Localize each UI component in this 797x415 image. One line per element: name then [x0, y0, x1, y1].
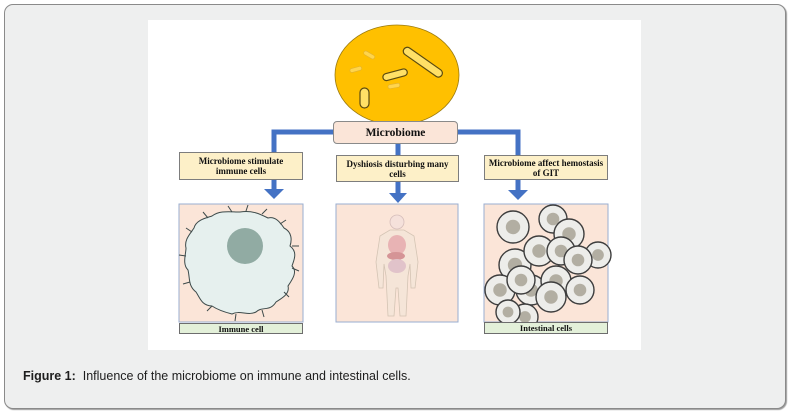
immune-cell-illustration — [178, 204, 300, 322]
intestinal-cell-nucleus — [514, 273, 528, 287]
arrow-head-middle — [389, 193, 407, 203]
label-immune-cell: Immune cell — [179, 323, 303, 334]
human-body-illustration — [375, 214, 419, 317]
caption-label: Figure 1: — [23, 369, 76, 383]
intestinal-cells-illustration — [484, 204, 612, 331]
bacterium-faint — [363, 50, 375, 60]
label-intestinal-cells: Intestinal cells — [484, 322, 608, 334]
bacterium-faint — [387, 82, 401, 89]
branch-box-immune: Microbiome stimulate immune cells — [179, 152, 303, 180]
intestinal-cell-nucleus — [546, 212, 560, 226]
intestinal-cell-nucleus — [502, 306, 514, 318]
caption-text: Influence of the microbiome on immune an… — [82, 369, 411, 383]
bacterium-faint — [349, 66, 362, 73]
immune-cell-projections — [178, 204, 300, 322]
arrow-head-right — [508, 190, 528, 200]
intestinal-cell-nucleus — [592, 249, 604, 261]
immune-cell-nucleus — [227, 228, 263, 264]
intestinal-cell-nucleus — [544, 290, 558, 304]
body-intestines — [388, 259, 406, 273]
intestinal-cell-nucleus — [519, 311, 531, 323]
intestinal-cell-nucleus — [573, 283, 587, 297]
intestinal-cell-nucleus — [532, 244, 546, 258]
bacterium — [402, 46, 444, 78]
arrow-head-left — [264, 189, 284, 199]
connector-lines — [271, 129, 521, 194]
branch-box-dysbiosis: Dyshiosis disturbing many cells — [336, 155, 459, 182]
connector-right — [458, 129, 521, 155]
microbiome-illustration — [334, 24, 460, 126]
branch-box-git: Microbiome affect hemostasis of GIT — [484, 155, 608, 180]
body-lungs — [388, 235, 406, 255]
figure-caption: Figure 1: Influence of the microbiome on… — [23, 369, 411, 383]
bacterium — [359, 87, 370, 109]
bacterium — [382, 68, 408, 82]
microbiome-node: Microbiome — [333, 121, 458, 144]
body-head — [389, 214, 405, 230]
intestinal-cell-nucleus — [505, 219, 521, 235]
body-liver — [387, 252, 405, 260]
connector-left — [271, 129, 336, 152]
intestinal-cell-nucleus — [554, 244, 568, 258]
intestinal-cell-nucleus — [571, 253, 585, 267]
intestinal-cell-nucleus — [493, 283, 507, 297]
